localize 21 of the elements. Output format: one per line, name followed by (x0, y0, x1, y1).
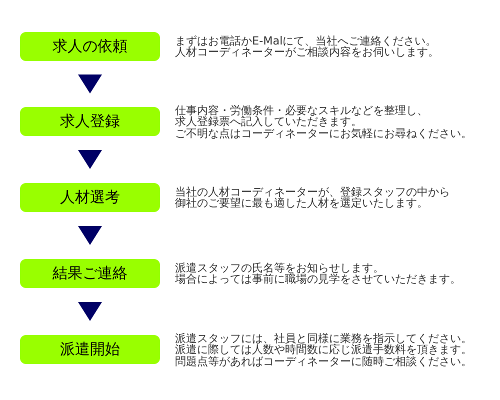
description-text: 御社のご要望に最も適した人材を選定いたします。 (175, 198, 428, 209)
description-text: 仕事内容・労働条件・必要なスキルなどを整理し、 (175, 104, 428, 116)
step-label: 求人登録 (60, 113, 120, 130)
description-text: 派遣スタッフには、社員と同様に業務を指示してください。 (175, 332, 472, 344)
arrow (78, 302, 102, 321)
step-label: 結果ご連絡 (52, 265, 128, 282)
description-text: 当社の人材コーディネーターが、登録スタッフの中から (175, 186, 450, 198)
arrow (78, 150, 102, 169)
description-text: 人材コーディネーターがご相談内容をお伺いします。 (175, 46, 439, 58)
arrow (78, 74, 102, 94)
description-text: ご不明な点はコーディネーターにお気軽にお尋ねください。 (175, 127, 472, 139)
step-label: 派遣開始 (60, 341, 120, 358)
description-text: まずはお電話かE-Malにて、当社へご連絡ください。 (175, 35, 437, 46)
description-text: 派遣スタッフの氏名等をお知らせします。 (175, 262, 384, 274)
description-text: 派遣に際しては人数や時間数に応じ派遣手数料を頂きます。 (175, 344, 472, 356)
step-label: 求人の依頼 (52, 38, 128, 55)
description-text: 問題点等があればコーディネーターに随時ご相談ください。 (175, 355, 472, 367)
step-label: 人材選考 (60, 189, 120, 206)
arrow (78, 226, 102, 245)
description-text: 場合によっては事前に職場の見学をさせていただきます。 (175, 274, 461, 285)
description-text: 求人登録票へ記入していただきます。 (175, 116, 362, 128)
